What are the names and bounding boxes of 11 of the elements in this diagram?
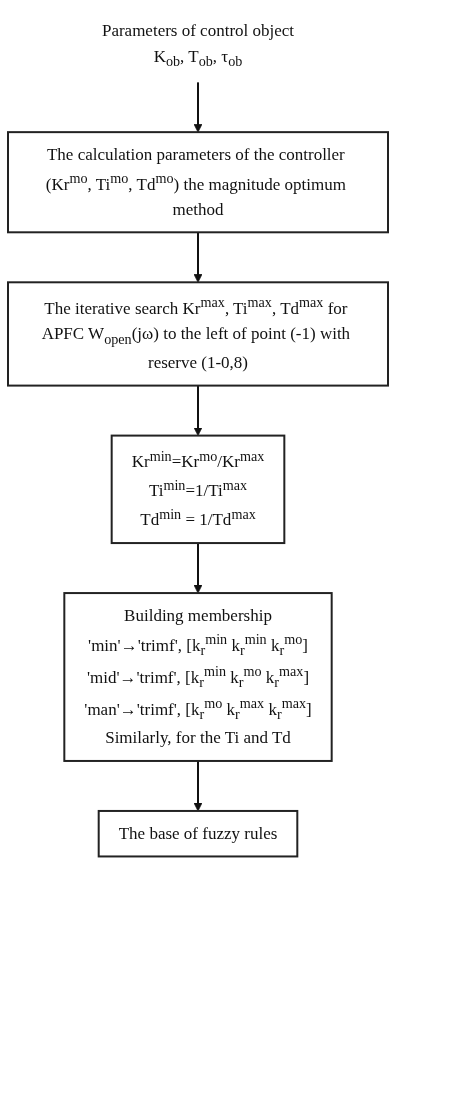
- arrow: [193, 542, 203, 594]
- node-text: Parameters of control object K$_{ob}$, T$_{ob}$, τ$_{ob}$: [101, 21, 295, 69]
- arrow: [193, 384, 203, 436]
- arrow: [193, 81, 203, 133]
- node-box: The base of fuzzy rules: [97, 809, 299, 858]
- node-box: The calculation parameters of the controller (Kr$^{mo}$, Ti$^{mo}$, Td$^{mo}$) the magnitude optimum method: [7, 131, 389, 234]
- arrow: [193, 759, 203, 812]
- arrow: [193, 231, 203, 283]
- node-box: The iterative search Kr$^{max}$, Ti$^{max}$, Td$^{max}$ for APFC W$_{open}$(jω) to the left of point (-1) with reserve (1-0,8): [7, 281, 389, 387]
- node-box: Building membership 'min'→'trimf', [k$_{r}$$^{min}$ k$_{r}$$^{min}$ k$_{r}$$^{mo}$] 'mid'→'trimf', [k$_{r}$$^{min}$ k$_{r}$$^{mo}$ k$_{r}$$^{max}$] 'man'→'trimf', [k$_{r}$$^{mo}$ k$_{r}$$^{max}$ k$_{r}$$^{max}$] Similarly, for the Ti and Td: [63, 592, 333, 762]
- node-box: Kr$^{min}$=Kr$^{mo}$/Kr$^{max}$ Ti$^{min}$=1/Ti$^{max}$ Td$^{min}$ = 1/Td$^{max}$: [110, 434, 286, 545]
